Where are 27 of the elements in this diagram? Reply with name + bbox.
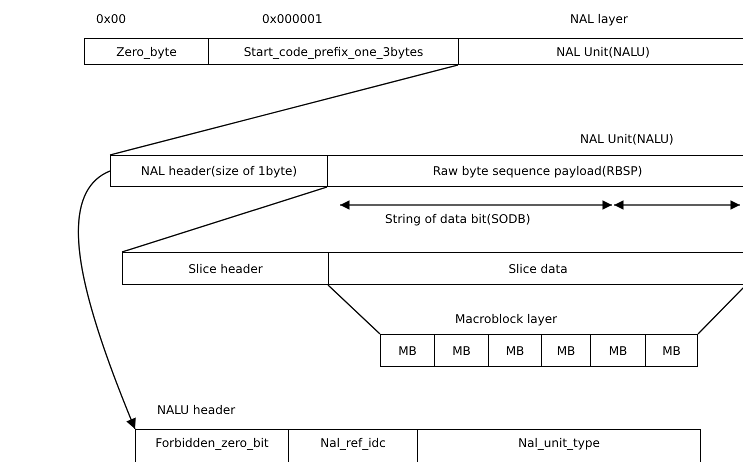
macroblock-cell: MB — [488, 334, 542, 367]
field-cell: NAL Unit(NALU) — [458, 38, 743, 65]
expansion-line — [328, 284, 380, 334]
macroblock-cell: MB — [434, 334, 489, 367]
expansion-line — [698, 284, 743, 334]
macroblock-cell: MB — [590, 334, 646, 367]
macroblock-cell: MB — [380, 334, 435, 367]
field-cell: Zero_byte — [84, 38, 209, 65]
arrow — [78, 170, 136, 430]
layer-label: NALU header — [157, 403, 236, 417]
field-cell: Start_code_prefix_one_3bytes — [208, 38, 459, 65]
field-cell: Slice header — [122, 252, 329, 285]
field-caption: 0x00 — [96, 12, 126, 26]
macroblock-cell: MB — [645, 334, 698, 367]
field-caption: NAL Unit(NALU) — [580, 132, 674, 146]
field-cell: Raw byte sequence payload(RBSP) — [327, 155, 743, 187]
expansion-line — [122, 186, 328, 253]
field-cell: Forbidden_zero_bit — [135, 429, 289, 462]
expansion-line — [110, 64, 458, 156]
field-cell: Slice data — [328, 252, 743, 285]
macroblock-cell: MB — [541, 334, 591, 367]
layer-label: Macroblock layer — [455, 312, 558, 326]
field-cell: NAL header(size of 1byte) — [110, 155, 328, 187]
field-cell: Nal_unit_type — [417, 429, 701, 462]
dimension-label: String of data bit(SODB) — [385, 212, 530, 226]
field-caption: NAL layer — [570, 12, 628, 26]
field-caption: 0x000001 — [262, 12, 323, 26]
